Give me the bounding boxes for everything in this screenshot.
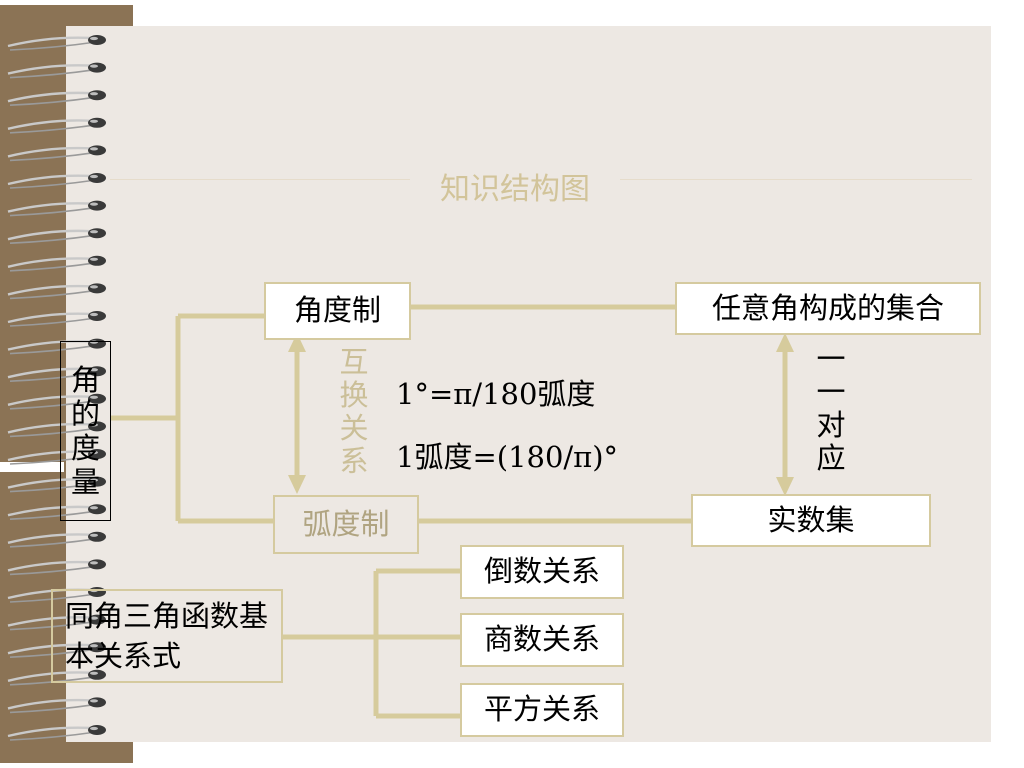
node-real-set: 实数集: [691, 494, 931, 547]
label-interchange: 互换关系: [339, 345, 369, 478]
binding-coil: [7, 393, 106, 410]
arrowhead-interchange-top: [288, 333, 306, 352]
arrowhead-one-to-one-bottom: [776, 477, 794, 496]
node-any-angle-set: 任意角构成的集合: [675, 282, 981, 335]
binding-coil: [7, 421, 106, 438]
label-one-to-one: 一一对应: [816, 342, 846, 475]
node-square: 平方关系: [460, 683, 624, 737]
binding-coil: [7, 725, 106, 741]
node-radian-system: 弧度制: [273, 495, 419, 554]
binding-coil: [7, 200, 106, 217]
binding-coil: [7, 173, 106, 189]
binding-coil: [7, 697, 106, 714]
binding-coil: [7, 559, 106, 576]
arrowhead-one-to-one-top: [776, 333, 794, 352]
binding-coil: [7, 90, 106, 106]
formula-rad-to-deg: 1弧度=(180/π)°: [396, 440, 619, 474]
node-trig-relations-label: 同角三角函数基本关系式: [65, 599, 269, 673]
node-angle-measure-label: 角的度量: [70, 363, 100, 499]
binding-coil: [7, 283, 106, 300]
node-quotient: 商数关系: [460, 613, 624, 667]
node-reciprocal: 倒数关系: [460, 545, 624, 599]
spiral-binding: [7, 35, 106, 741]
binding-coil: [7, 62, 106, 79]
binding-coil: [7, 642, 106, 658]
binding-coil: [7, 228, 106, 244]
binding-coil: [7, 145, 106, 162]
binding-coil: [7, 35, 106, 51]
binding-coil: [7, 449, 106, 465]
binding-coil: [7, 117, 106, 134]
binding-coil: [7, 311, 106, 327]
node-trig-relations: 同角三角函数基本关系式: [51, 589, 283, 683]
binding-coil: [7, 614, 106, 631]
node-degree-system: 角度制: [264, 282, 411, 340]
node-angle-measure: 角的度量: [60, 341, 111, 521]
spine-gap: [0, 462, 64, 472]
binding-coil: [7, 366, 106, 382]
diagram-title: 知识结构图: [410, 170, 620, 210]
binding-coil: [7, 476, 106, 493]
binding-coil: [7, 531, 106, 548]
arrowhead-interchange-bottom: [288, 475, 306, 494]
binding-coil: [7, 255, 106, 272]
formula-deg-to-rad: 1°=π/180弧度: [396, 377, 596, 411]
binding-coil: [7, 504, 106, 520]
